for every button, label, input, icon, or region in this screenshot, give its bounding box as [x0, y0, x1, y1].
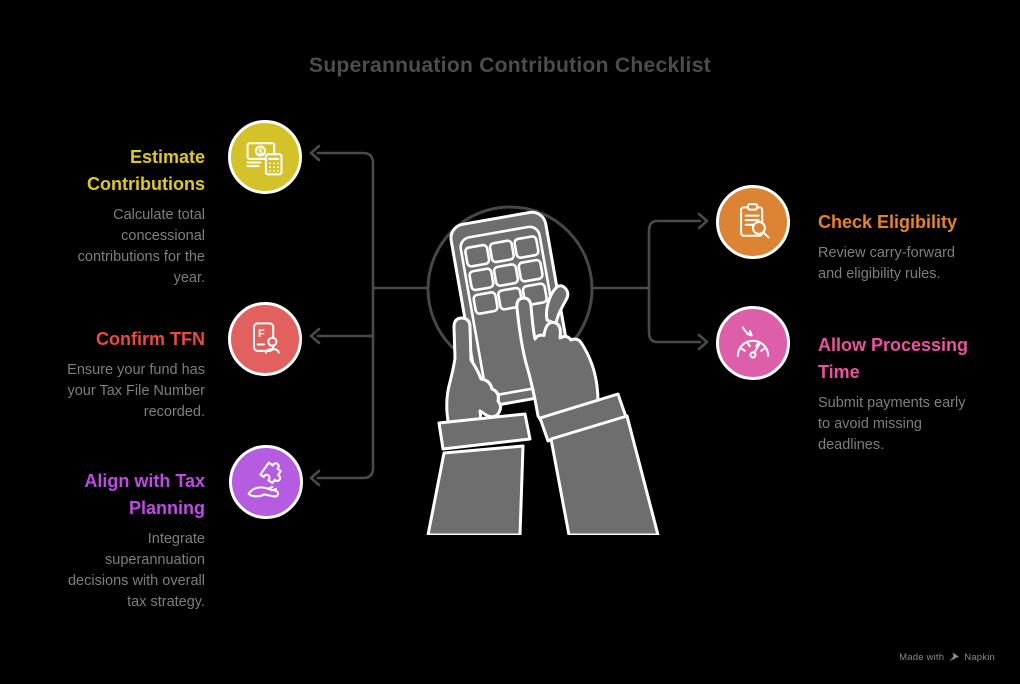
arrow-left-top-icon: [309, 144, 321, 162]
brand-label: Napkin: [964, 651, 995, 663]
item-description: Review carry-forward and eligibility rul…: [818, 245, 955, 282]
item-confirm-tfn: Confirm TFN Ensure your fund has your Ta…: [30, 326, 205, 423]
arrow-right-top-icon: [697, 212, 709, 230]
hands-phone-illustration: [426, 205, 660, 535]
right-sleeve: [549, 414, 660, 535]
left-cuff: [437, 412, 532, 451]
napkin-logo-icon: [949, 652, 960, 662]
svg-text:$: $: [258, 147, 263, 156]
item-title: Allow Processing Time: [818, 335, 969, 382]
gauge-arrow-icon: [736, 326, 770, 359]
made-with-label: Made with: [899, 651, 945, 663]
money-calculator-icon: $: [246, 142, 283, 176]
hand-puzzle-icon: [247, 461, 282, 498]
item-check-eligibility: Check Eligibility Review carry-forward a…: [818, 209, 1003, 285]
estimate-contributions-badge: $: [228, 120, 302, 194]
arrow-left-middle-icon: [309, 327, 321, 345]
item-title: Check Eligibility: [818, 212, 958, 232]
allow-processing-time-badge: [716, 306, 790, 380]
item-title: Estimate Contributions: [87, 147, 205, 194]
item-description: Ensure your fund has your Tax File Numbe…: [67, 362, 205, 420]
right-thumb: [545, 284, 570, 326]
align-with-tax-planning-badge: [229, 445, 303, 519]
item-description: Integrate superannuation decisions with …: [67, 531, 205, 610]
item-title: Align with Tax Planning: [84, 471, 205, 518]
arrow-right-bottom-icon: [697, 333, 709, 351]
confirm-tfn-badge: F: [228, 302, 302, 376]
item-description: Calculate total concessional contributio…: [77, 207, 205, 286]
arrow-left-bottom-icon: [309, 469, 321, 487]
item-allow-processing-time: Allow Processing Time Submit payments ea…: [818, 332, 1003, 456]
svg-text:F: F: [258, 328, 265, 340]
tfn-card-person-icon: F: [252, 322, 280, 354]
napkin-attribution[interactable]: Made with Napkin: [899, 651, 995, 663]
item-align-with-tax-planning: Align with Tax Planning Integrate supera…: [30, 468, 205, 613]
item-title: Confirm TFN: [96, 329, 205, 349]
right-hand: [515, 296, 600, 439]
left-hand: [445, 316, 502, 434]
left-sleeve: [426, 444, 525, 535]
page-title: Superannuation Contribution Checklist: [309, 54, 711, 77]
item-estimate-contributions: Estimate Contributions Calculate total c…: [30, 144, 205, 289]
clipboard-search-icon: [740, 203, 770, 239]
item-description: Submit payments early to avoid missing d…: [818, 395, 966, 453]
check-eligibility-badge: [716, 185, 790, 259]
